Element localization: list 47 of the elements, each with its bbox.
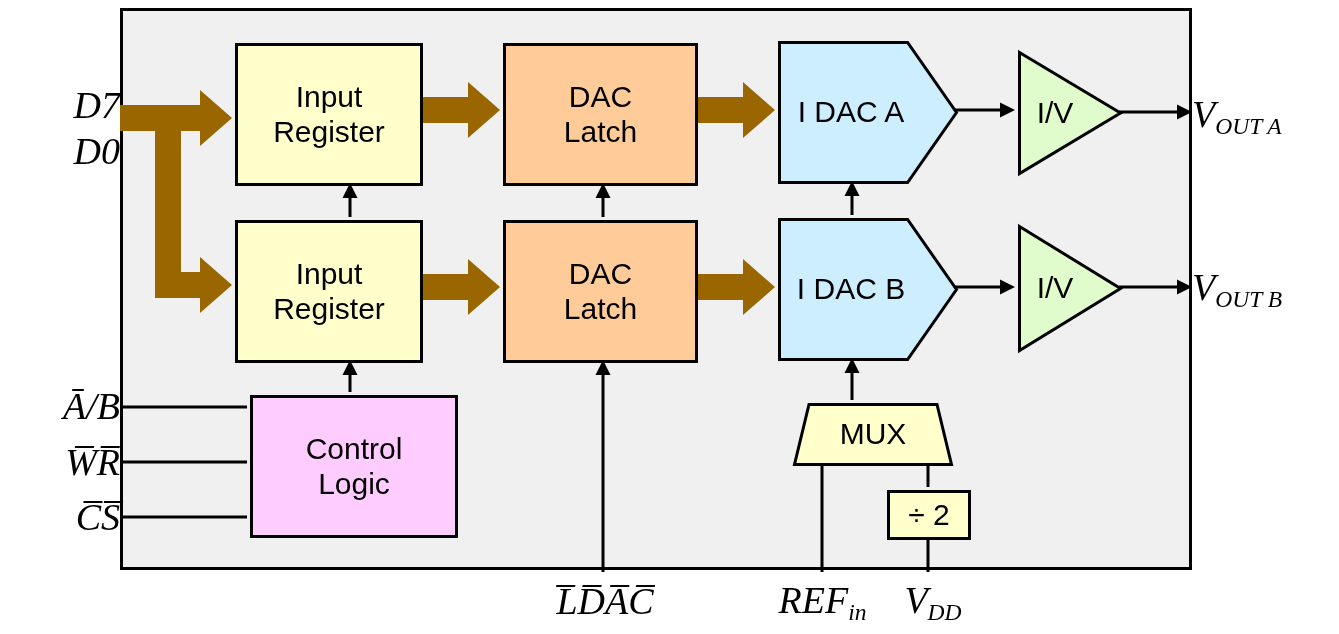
arrow — [595, 183, 611, 217]
arrow — [595, 360, 611, 572]
pin-label: L̅D̅A̅C̅ — [556, 579, 654, 625]
block-label: DAC Latch — [562, 80, 639, 149]
pin-label: W̅R̅ — [65, 440, 120, 486]
block-label: Control Logic — [304, 432, 404, 501]
signal-line — [120, 515, 247, 519]
arrow — [955, 279, 1015, 295]
block-label: I/V — [1036, 95, 1074, 131]
block-label: I/V — [1036, 271, 1074, 306]
pin-label: V$_{OUT A}$ — [1192, 91, 1282, 141]
block-label: Input Register — [272, 257, 386, 326]
signal-line — [120, 460, 247, 464]
signal-line — [820, 463, 824, 572]
pin-label: V$_{DD}$ — [904, 577, 962, 627]
block-label: I DAC A — [797, 95, 905, 130]
chip-outline — [120, 8, 1192, 570]
signal-line — [926, 537, 930, 572]
block-label: ÷ 2 — [908, 497, 950, 533]
block-label: Input Register — [272, 80, 386, 149]
pin-label: REF$_{in}$ — [778, 577, 867, 627]
bus-arrow — [695, 259, 775, 315]
pin-label: C̅S̅ — [75, 495, 120, 541]
block-label: MUX — [839, 417, 907, 452]
pin-label: Ā/B — [63, 384, 120, 430]
register-box — [235, 43, 423, 186]
arrow — [1119, 279, 1192, 295]
block-label: DAC Latch — [562, 257, 639, 326]
bus-arrow — [420, 259, 500, 315]
arrow — [342, 360, 358, 392]
logic-box — [250, 395, 458, 538]
arrow — [1119, 104, 1192, 120]
arrow — [342, 183, 358, 217]
latch-box — [503, 43, 698, 186]
pin-label: V$_{OUT B}$ — [1192, 264, 1283, 314]
latch-box — [503, 220, 698, 363]
signal-line — [120, 405, 247, 409]
signal-line — [926, 463, 930, 487]
register-box — [235, 220, 423, 363]
pin-label: D0 — [73, 128, 120, 174]
pin-label: D7 — [73, 82, 120, 128]
arrow — [844, 358, 860, 400]
block-label: I DAC B — [796, 272, 906, 307]
arrow — [955, 102, 1015, 118]
bus-arrow — [695, 82, 775, 138]
bus-arrow — [420, 82, 500, 138]
arrow — [844, 181, 860, 215]
